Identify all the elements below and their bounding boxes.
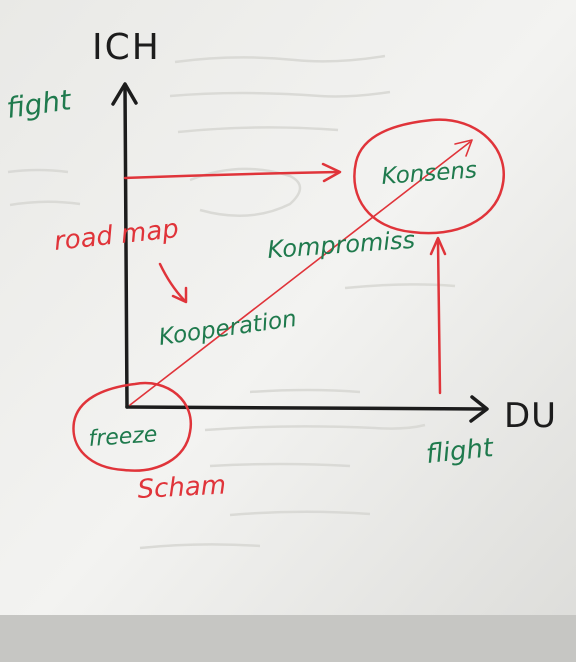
road-map-arrow-head <box>171 286 188 304</box>
road-map-arrow-line <box>158 262 186 302</box>
label-flight: flight <box>425 433 496 470</box>
y-axis-arrowhead <box>111 82 138 106</box>
show-through-marks <box>7 54 456 550</box>
top-arrow-head <box>321 162 342 183</box>
y-axis-label: ICH <box>92 27 161 68</box>
x-axis-arrowhead <box>469 395 489 423</box>
right-arrow-line <box>436 240 442 395</box>
label-freeze: freeze <box>88 422 159 452</box>
right-arrow-head <box>429 236 447 256</box>
x-axis-label: DU <box>504 396 557 436</box>
freeze-circle <box>72 381 193 472</box>
x-axis-line <box>125 405 486 411</box>
konsens-circle <box>353 118 505 235</box>
paper-bottom-edge <box>0 615 576 662</box>
diagonal-arrow-head <box>454 139 473 157</box>
y-axis-line <box>123 84 129 409</box>
label-scham: Scham <box>137 470 227 505</box>
diagonal-arrow-line <box>129 141 471 406</box>
top-arrow-line <box>123 170 340 180</box>
